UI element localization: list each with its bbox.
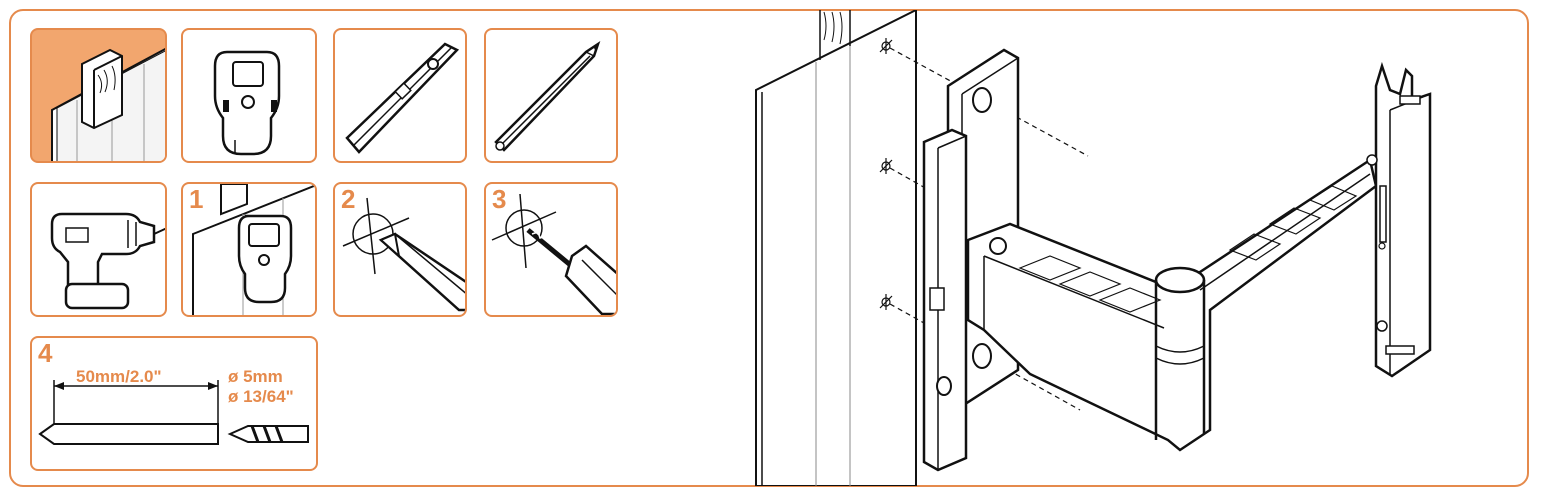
step-1-panel: 1 [181, 182, 317, 317]
wall-panel [30, 28, 167, 163]
step-2-panel: 2 [333, 182, 467, 317]
mark-hole-icon [342, 197, 465, 312]
step-number: 2 [341, 184, 356, 214]
step-number: 1 [189, 184, 204, 214]
drill-panel [30, 182, 167, 317]
step-number: 4 [38, 338, 53, 368]
step-3-panel: 3 [484, 182, 618, 317]
depth-label: 50mm/2.0" [76, 367, 162, 386]
level-panel [333, 28, 467, 163]
pencil-panel [484, 28, 618, 163]
step-4-panel: 4 50mm/2.0" ø 5mm ø 13/64" [30, 336, 318, 471]
stud-finder-panel [181, 28, 317, 163]
find-stud-icon [192, 184, 315, 315]
diameter-mm-label: ø 5mm [228, 367, 283, 386]
wall-mount-bracket-icon [755, 8, 1432, 487]
main-illustration [740, 8, 1460, 487]
drill-hole-icon [491, 193, 616, 315]
stud-finder-icon [213, 50, 281, 156]
drywall-stud-icon [51, 47, 165, 161]
spirit-level-icon [345, 42, 460, 154]
step-number: 3 [492, 184, 507, 214]
drill-bit-spec-icon [38, 380, 309, 445]
diameter-in-label: ø 13/64" [228, 387, 294, 406]
drill-icon [50, 212, 165, 310]
pencil-icon [494, 40, 601, 152]
instruction-frame [9, 9, 1529, 487]
